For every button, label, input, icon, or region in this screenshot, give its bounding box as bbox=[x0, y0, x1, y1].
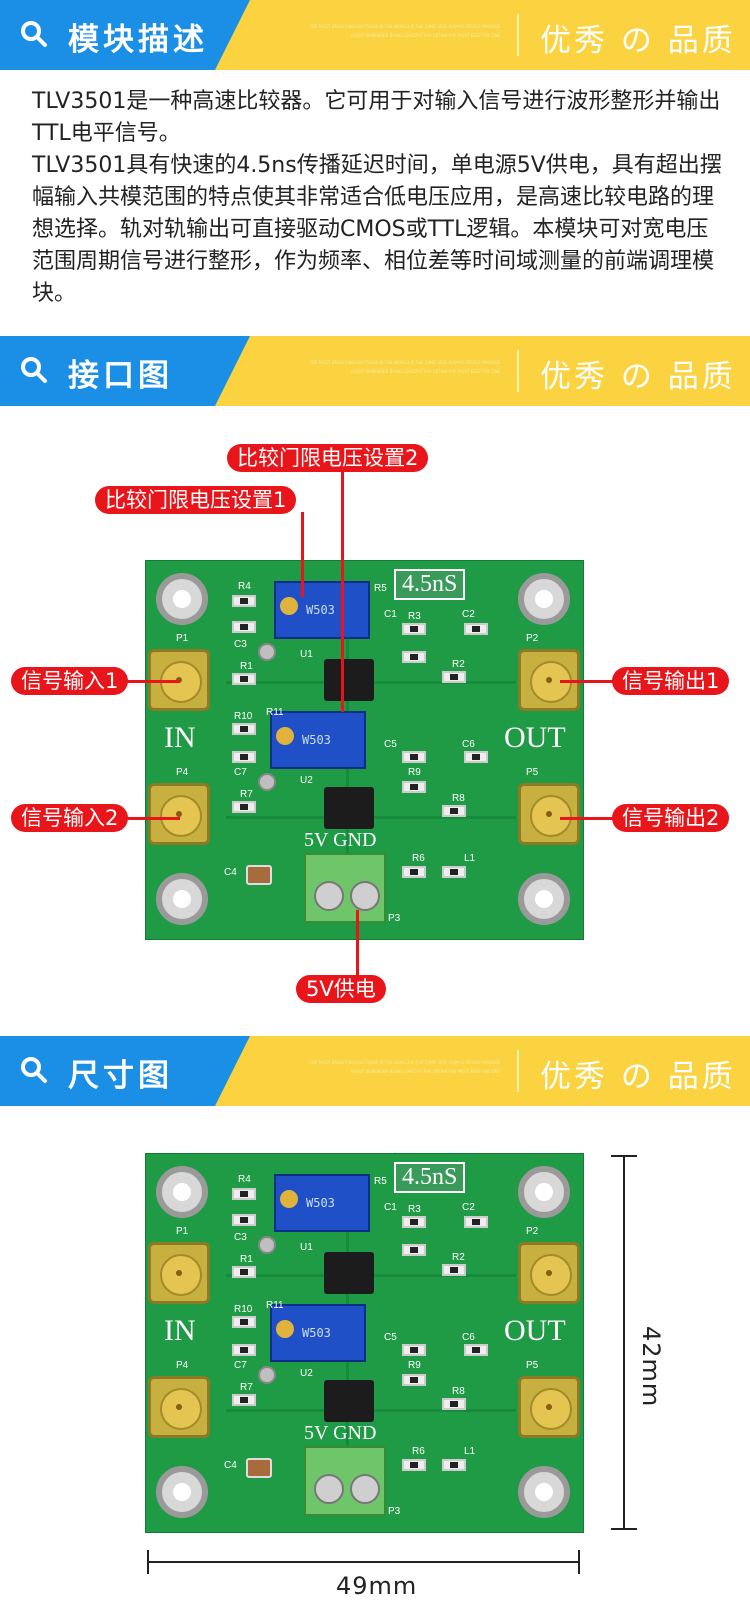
width-dimension-label: 49mm bbox=[336, 1572, 418, 1600]
potentiometer-2: W503 bbox=[270, 711, 366, 769]
potentiometer-1: W503 bbox=[274, 1174, 370, 1232]
search-icon bbox=[21, 21, 47, 47]
section-title: 模块描述 bbox=[68, 22, 208, 58]
comparator-ic-u2 bbox=[316, 787, 382, 829]
mount-hole bbox=[518, 1166, 570, 1218]
search-icon bbox=[21, 357, 47, 383]
section-slogan: 优秀 の 品质 bbox=[540, 23, 736, 59]
mount-hole bbox=[518, 573, 570, 625]
header-divider bbox=[517, 14, 519, 56]
height-dimension-line bbox=[623, 1155, 625, 1530]
callout-threshold-1: 比较门限电压设置1 bbox=[95, 486, 297, 514]
out-label: OUT bbox=[504, 721, 566, 754]
power-label: 5V GND bbox=[304, 1422, 377, 1444]
capacitor-c4 bbox=[246, 865, 272, 885]
section-title: 接口图 bbox=[68, 358, 173, 394]
speed-badge: 4.5nS bbox=[394, 1162, 466, 1193]
in-label: IN bbox=[164, 721, 196, 754]
power-terminal bbox=[304, 853, 386, 923]
callout-output-1: 信号输出1 bbox=[612, 667, 730, 695]
header-blue-band bbox=[0, 1036, 250, 1106]
power-terminal bbox=[304, 1446, 386, 1516]
comparator-ic-u1 bbox=[316, 1252, 382, 1294]
mount-hole bbox=[156, 573, 208, 625]
callout-input-1: 信号输入1 bbox=[11, 667, 129, 695]
callout-power: 5V供电 bbox=[296, 975, 386, 1003]
search-icon bbox=[21, 1057, 47, 1083]
capacitor-c4 bbox=[246, 1458, 272, 1478]
mount-hole bbox=[156, 1466, 208, 1518]
sma-connector-p5 bbox=[518, 1376, 580, 1438]
comparator-ic-u1 bbox=[316, 659, 382, 701]
header-blue-band bbox=[0, 336, 250, 406]
section-header-dimensions: 尺寸图 THE MOST EASILY ENOUGH THESE IN THE … bbox=[0, 1036, 750, 1106]
mount-hole bbox=[156, 873, 208, 925]
callout-input-2: 信号输入2 bbox=[11, 804, 129, 832]
potentiometer-2: W503 bbox=[270, 1304, 366, 1362]
header-fine-print: THE MOST EASILY ENOUGH THESE IN THE WORL… bbox=[309, 1060, 500, 1074]
description-paragraph-2: TLV3501具有快速的4.5ns传播延迟时间，单电源5V供电，具有超出摆幅输入… bbox=[32, 153, 722, 306]
header-divider bbox=[517, 350, 519, 392]
test-point bbox=[258, 773, 276, 791]
callout-threshold-2: 比较门限电压设置2 bbox=[227, 444, 429, 472]
test-point bbox=[258, 1366, 276, 1384]
pcb-board-interface: W503 W503 4.5nS IN OUT 5V GND R4 R5 C1 C… bbox=[145, 560, 584, 940]
sma-connector-p4 bbox=[148, 1376, 210, 1438]
section-slogan: 优秀 の 品质 bbox=[540, 359, 736, 395]
header-fine-print: THE MOST EASILY ENOUGH THESE IN THE WORL… bbox=[309, 24, 500, 38]
section-header-interface: 接口图 THE MOST EASILY ENOUGH THESE IN THE … bbox=[0, 336, 750, 406]
in-label: IN bbox=[164, 1314, 196, 1347]
power-label: 5V GND bbox=[304, 829, 377, 851]
header-fine-print: THE MOST EASILY ENOUGH THESE IN THE WORL… bbox=[309, 360, 500, 374]
sma-connector-p1 bbox=[148, 1242, 210, 1304]
speed-badge: 4.5nS bbox=[394, 569, 466, 600]
description-paragraph-1: TLV3501是一种高速比较器。它可用于对输入信号进行波形整形并输出TTL电平信… bbox=[32, 89, 721, 146]
mount-hole bbox=[518, 873, 570, 925]
pcb-board-dimensions: W503 W503 4.5nS IN OUT 5V GND R4 R5 C1 C… bbox=[145, 1153, 584, 1533]
sma-connector-p4 bbox=[148, 783, 210, 845]
test-point bbox=[258, 643, 276, 661]
comparator-ic-u2 bbox=[316, 1380, 382, 1422]
header-divider bbox=[517, 1050, 519, 1092]
sma-connector-p2 bbox=[518, 1242, 580, 1304]
header-blue-band bbox=[0, 0, 250, 70]
section-header-description: 模块描述 THE MOST EASILY ENOUGH THESE IN THE… bbox=[0, 0, 750, 70]
section-title: 尺寸图 bbox=[68, 1058, 173, 1094]
module-description: TLV3501是一种高速比较器。它可用于对输入信号进行波形整形并输出TTL电平信… bbox=[32, 86, 722, 310]
test-point bbox=[258, 1236, 276, 1254]
section-slogan: 优秀 の 品质 bbox=[540, 1059, 736, 1095]
mount-hole bbox=[518, 1466, 570, 1518]
width-dimension-line bbox=[147, 1561, 580, 1563]
potentiometer-1: W503 bbox=[274, 581, 370, 639]
mount-hole bbox=[156, 1166, 208, 1218]
out-label: OUT bbox=[504, 1314, 566, 1347]
sma-connector-p5 bbox=[518, 783, 580, 845]
callout-output-2: 信号输出2 bbox=[612, 804, 730, 832]
height-dimension-label: 42mm bbox=[637, 1326, 665, 1408]
